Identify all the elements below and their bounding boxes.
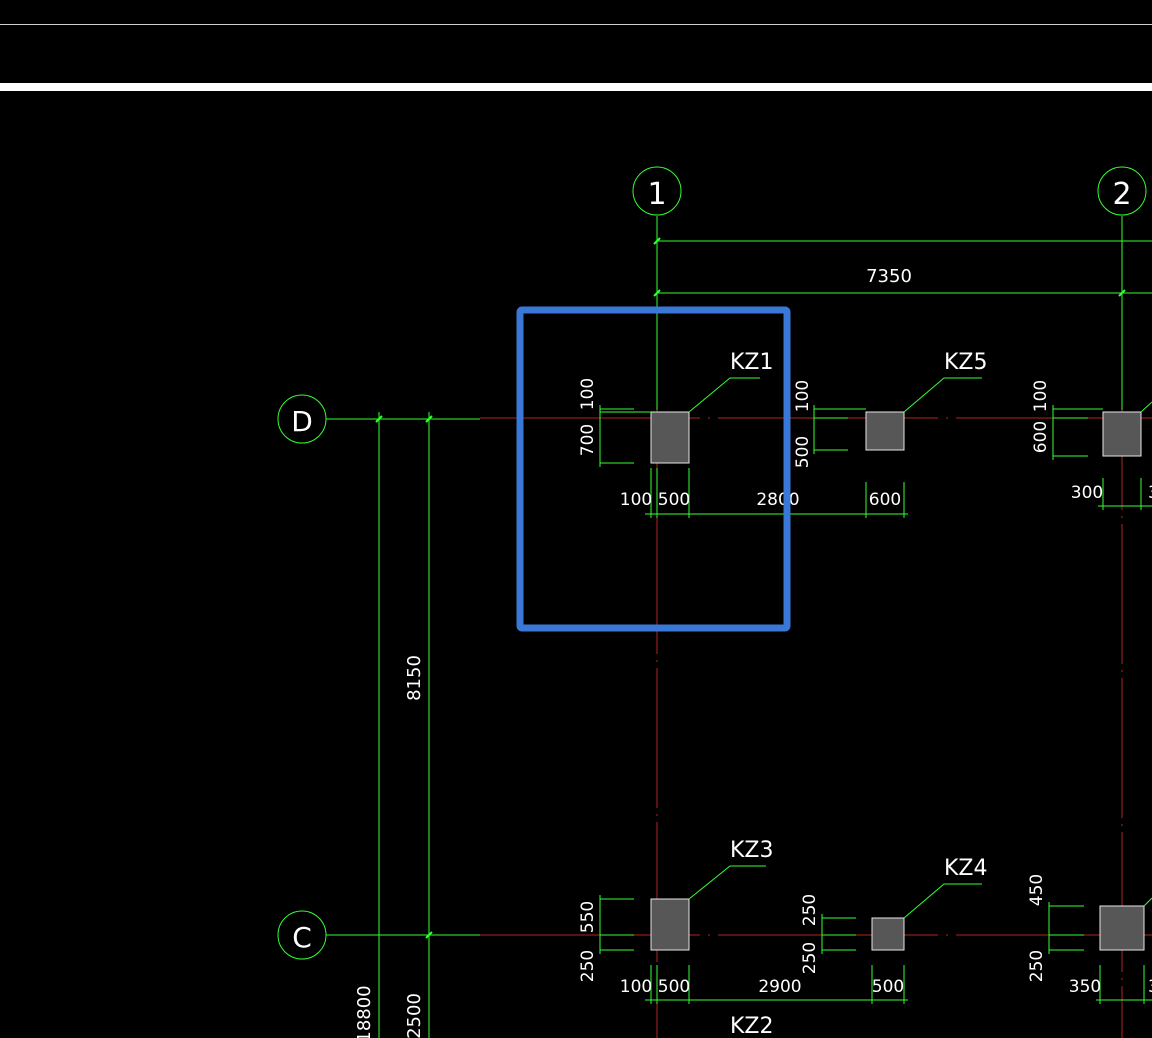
kz3-dim-width: 500 (658, 977, 690, 997)
kz3-dim-spacing: 2900 (758, 977, 801, 997)
column-kz4-label: KZ4 (944, 856, 988, 881)
column-kz1-label: KZ1 (730, 350, 774, 375)
kz4-dim-lower: 250 (800, 942, 820, 974)
axis-lines (480, 360, 1152, 1038)
dim-bay-1-2: 7350 (866, 266, 912, 287)
kz1-dim-top: 100 (578, 378, 598, 410)
column-kz1[interactable]: KZ1 100 700 100 500 2800 (578, 350, 870, 518)
axis-bubble-c[interactable]: C (277, 910, 327, 960)
d2-dim-top: 100 (1031, 380, 1051, 412)
dimension-ticks (375, 237, 1126, 939)
axis-bubble-d[interactable]: D (277, 394, 327, 444)
kz3-dim-upper: 550 (578, 901, 598, 933)
d2-dim-left: 300 (1071, 483, 1103, 503)
kz1-dim-left: 100 (620, 490, 652, 510)
d2-dim-height: 600 (1031, 421, 1051, 453)
d2-dim-right: 3 (1148, 483, 1152, 503)
axis-bubble-d-label: D (291, 405, 313, 438)
column-kz4[interactable]: KZ4 250 250 500 (800, 856, 988, 1004)
column-c2[interactable]: 450 250 350 3 (1027, 874, 1152, 1004)
beam-kz2-label: KZ2 (730, 1014, 774, 1038)
kz1-dim-spacing: 2800 (756, 490, 799, 510)
c2-dim-lower: 250 (1027, 950, 1047, 982)
kz4-dim-upper: 250 (800, 894, 820, 926)
kz5-dim-width: 600 (869, 490, 901, 510)
axis-bubble-2-label: 2 (1112, 177, 1131, 212)
top-bar (0, 0, 1152, 24)
kz5-dim-height: 500 (793, 436, 813, 468)
column-kz5-label: KZ5 (944, 350, 988, 375)
axis-bubble-c-label: C (292, 921, 312, 954)
kz3-dim-left: 100 (620, 977, 652, 997)
dim-below-c: 2500 (404, 993, 425, 1038)
c2-dim-left: 350 (1069, 977, 1101, 997)
selection-highlight-box (516, 306, 791, 632)
toolbar-divider (0, 83, 1152, 91)
kz1-dim-width: 500 (658, 490, 690, 510)
kz5-dim-top: 100 (793, 380, 813, 412)
dim-span-d-c: 8150 (404, 655, 425, 701)
c2-dim-upper: 450 (1027, 874, 1047, 906)
kz3-dim-lower: 250 (578, 950, 598, 982)
kz1-dim-height: 700 (578, 424, 598, 456)
axis-bubble-1-label: 1 (647, 177, 666, 212)
c2-dim-right: 3 (1148, 977, 1152, 997)
axis-bubble-1[interactable]: 1 (632, 166, 682, 216)
dim-overall-vertical: 18800 (354, 985, 375, 1038)
column-kz3[interactable]: KZ3 550 250 100 500 2900 (578, 838, 908, 1004)
column-kz3-label: KZ3 (730, 838, 774, 863)
axis-bubble-2[interactable]: 2 (1097, 166, 1147, 216)
kz4-dim-width: 500 (872, 977, 904, 997)
column-kz5[interactable]: KZ5 100 500 600 (793, 350, 988, 518)
column-d2[interactable]: 100 600 300 3 (1031, 380, 1152, 510)
